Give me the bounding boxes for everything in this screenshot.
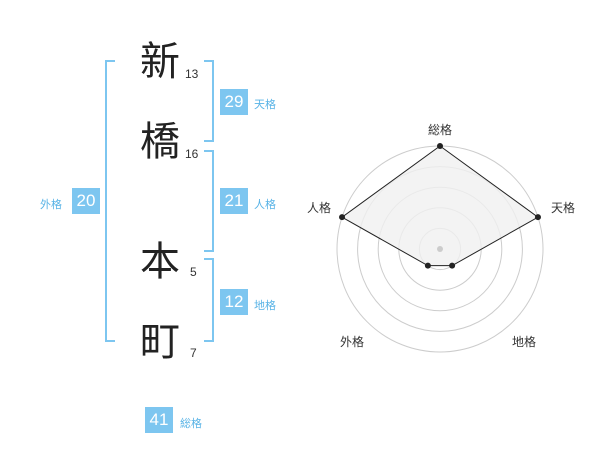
soukaku-label: 総格: [180, 417, 202, 430]
name-char-4: 町: [140, 319, 180, 365]
name-char-3: 本: [140, 239, 180, 285]
radar-point: [424, 262, 431, 269]
chikaku-value-badge: 12: [220, 289, 248, 315]
stroke-count-3: 5: [190, 265, 197, 279]
radar-point: [534, 214, 541, 221]
name-char-1: 新: [140, 39, 180, 85]
gaikaku-label: 外格: [40, 198, 62, 211]
radar-axis-label-jinkaku: 人格: [307, 200, 331, 215]
name-char-2: 橋: [140, 119, 180, 165]
radar-axis-label-soukaku: 総格: [428, 122, 452, 137]
tenkaku-label: 天格: [254, 98, 276, 111]
jinkaku-value-badge: 21: [220, 188, 248, 214]
radar-points: [339, 143, 541, 269]
radar-center-dot: [437, 246, 443, 252]
radar-point: [339, 214, 346, 221]
radar-area: [341, 145, 539, 267]
jinkaku-label: 人格: [254, 198, 276, 211]
chikaku-bracket: [204, 258, 214, 342]
tenkaku-value-badge: 29: [220, 89, 248, 115]
gaikaku-value-badge: 20: [72, 188, 100, 214]
soukaku-value-badge: 41: [145, 407, 173, 433]
tenkaku-bracket: [204, 60, 214, 142]
chikaku-label: 地格: [254, 299, 276, 312]
radar-axis-label-gaikaku: 外格: [340, 334, 364, 349]
gaikaku-bracket: [105, 60, 115, 342]
stroke-count-1: 13: [185, 67, 199, 81]
radar-point: [437, 143, 443, 149]
radar-point: [449, 262, 456, 269]
radar-axis-label-chikaku: 地格: [512, 334, 536, 349]
stroke-count-2: 16: [185, 147, 199, 161]
jinkaku-bracket: [204, 150, 214, 252]
radar-axis-label-tenkaku: 天格: [551, 200, 575, 215]
stroke-count-4: 7: [190, 346, 197, 360]
